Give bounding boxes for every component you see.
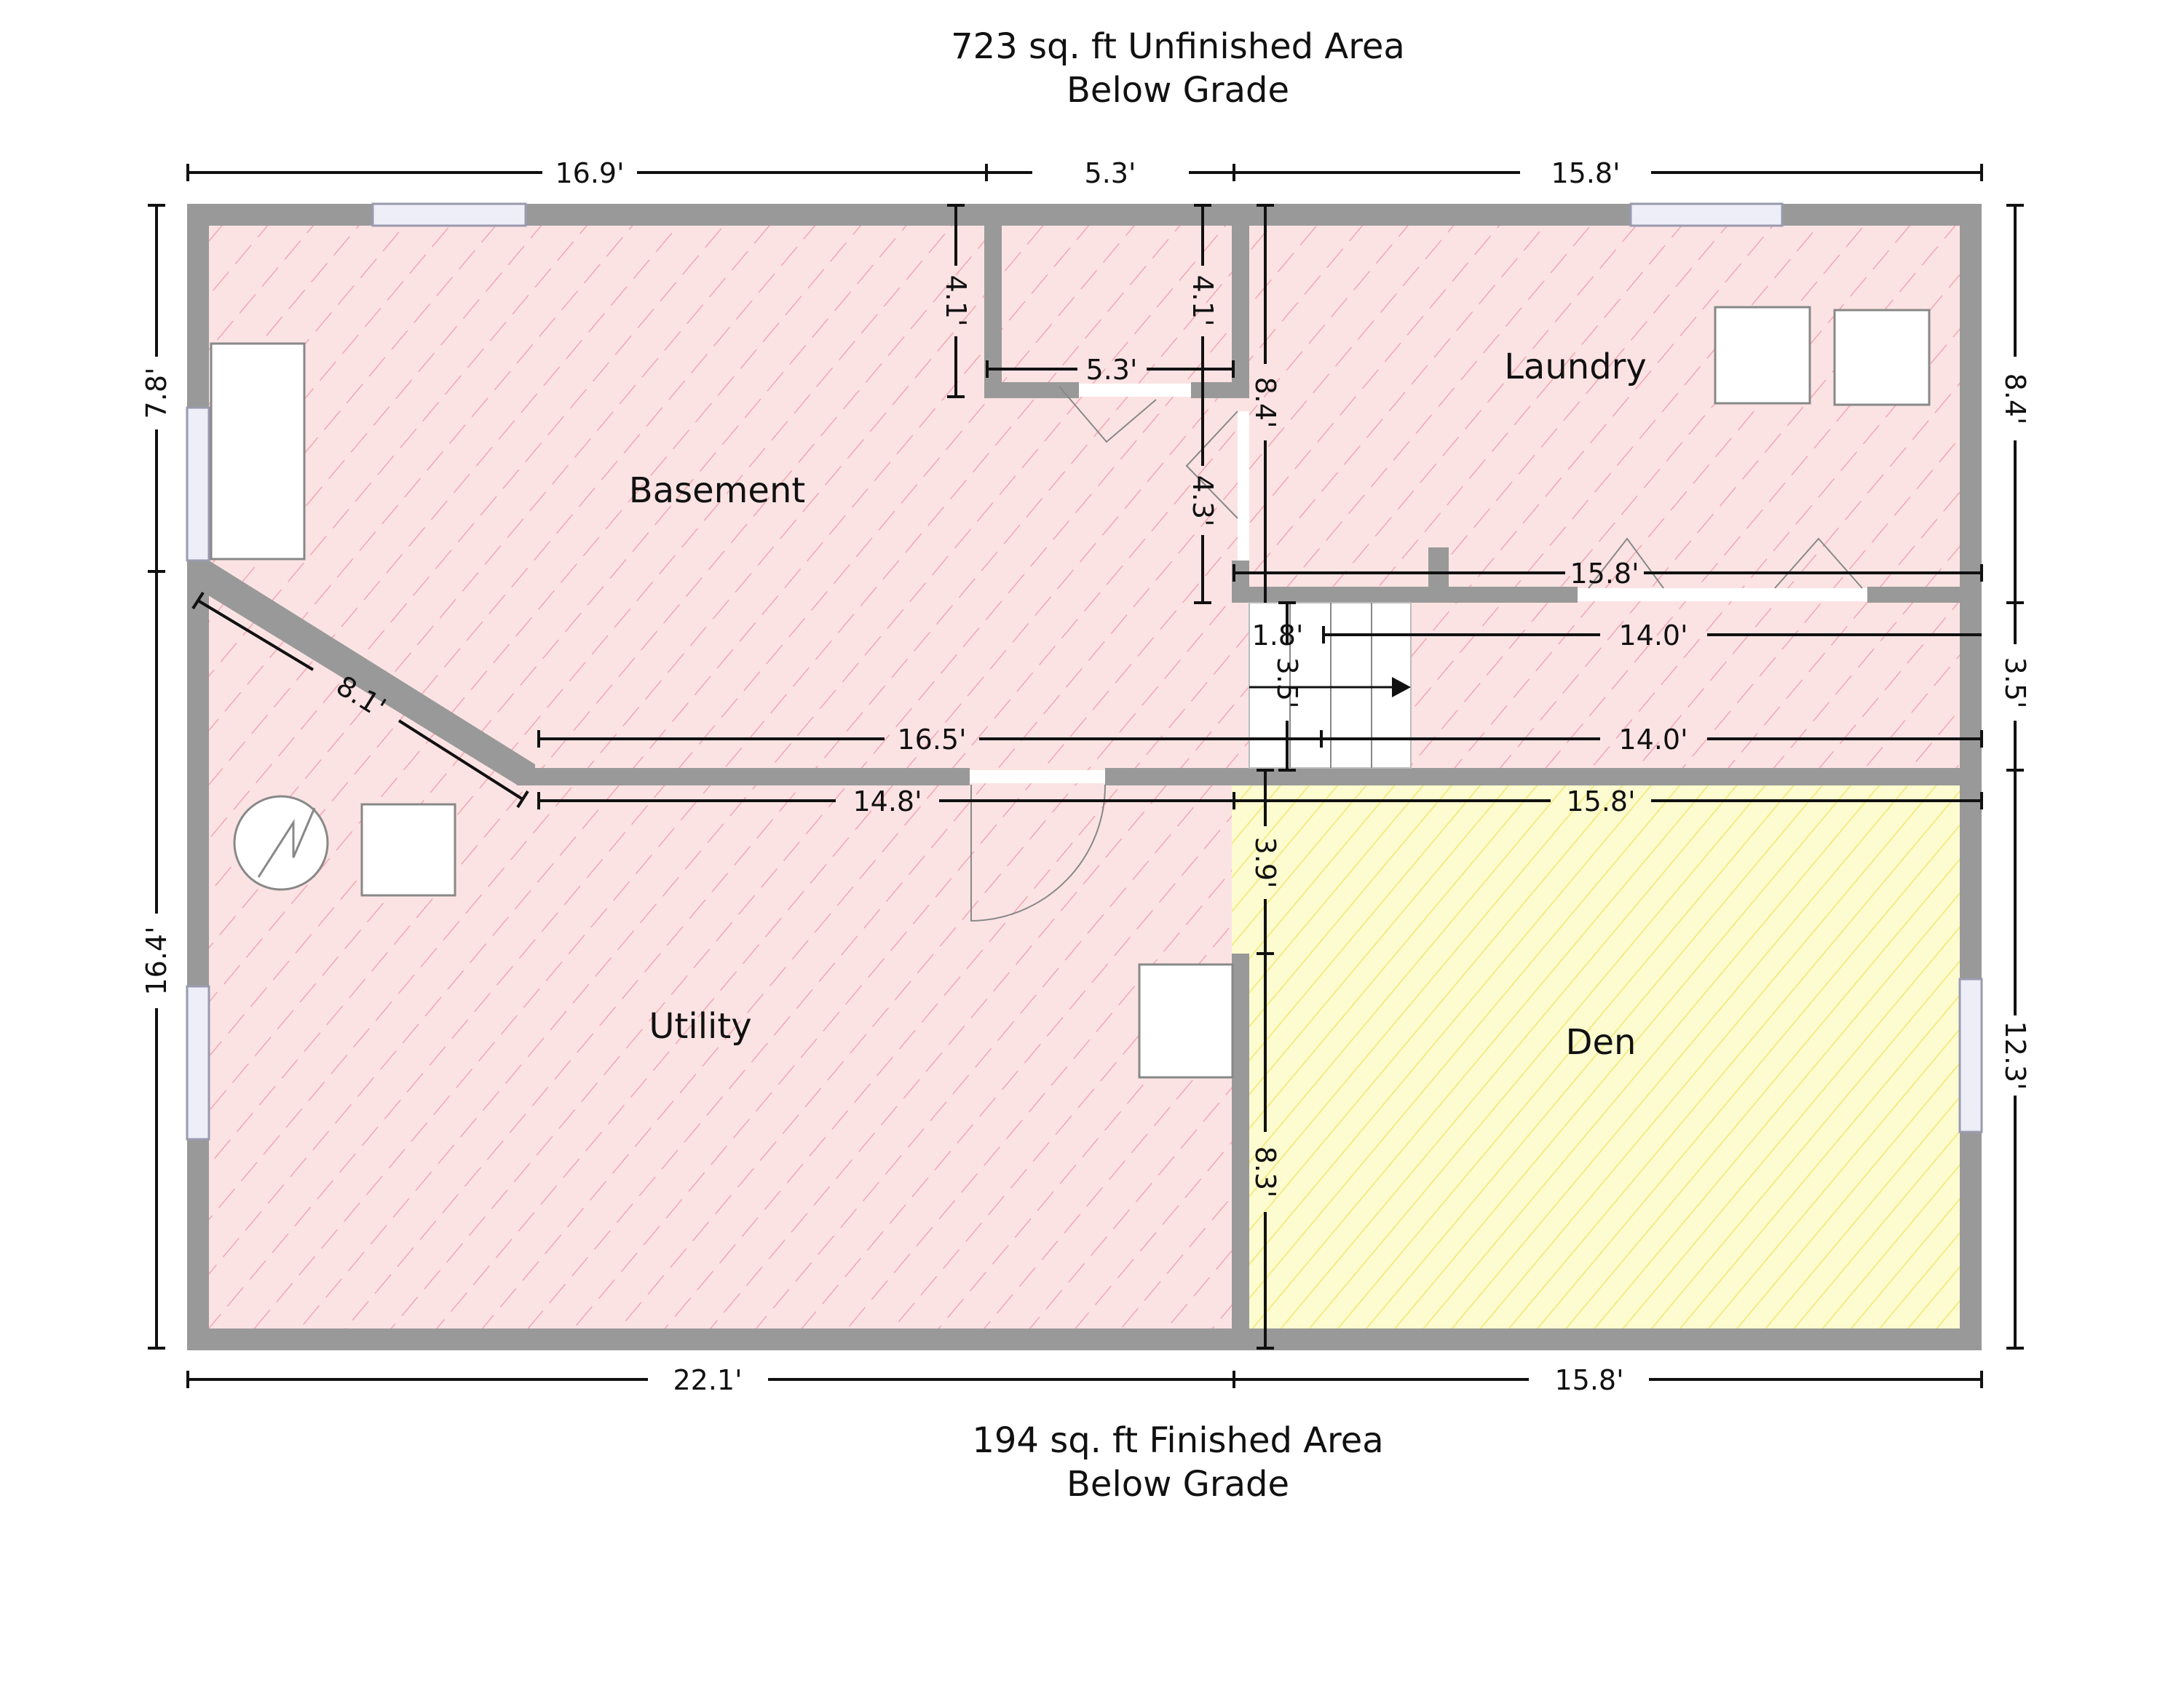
dim-den-opening: 3.9' xyxy=(1249,837,1281,889)
dim-closet-right: 4.1' xyxy=(1187,275,1219,327)
windows xyxy=(186,202,1983,1141)
bottom-caption-line1: 194 sq. ft Finished Area xyxy=(972,1420,1383,1461)
dim-bottom-right: 15.8' xyxy=(1554,1364,1623,1396)
dim-den-left: 8.3' xyxy=(1249,1146,1281,1198)
bottom-caption-line2: Below Grade xyxy=(1067,1464,1289,1505)
room-labels: Basement Laundry Utility Den xyxy=(629,346,1647,1063)
dim-closet-left: 4.1' xyxy=(940,275,972,327)
window-left-upper xyxy=(186,406,210,562)
dim-right-upper: 8.4' xyxy=(1999,373,2031,425)
dim-hall-left: 16.5' xyxy=(897,724,966,756)
doors xyxy=(970,384,1867,922)
stair-direction-arrow-icon xyxy=(1392,677,1411,697)
dim-laundry-left: 8.4' xyxy=(1249,377,1281,429)
dim-right-lower: 12.3' xyxy=(1999,1021,2031,1090)
room-den: Den xyxy=(1566,1022,1637,1063)
dim-closet-width: 5.3' xyxy=(1086,354,1138,386)
window-top-left xyxy=(371,202,527,227)
top-caption-line1: 723 sq. ft Unfinished Area xyxy=(951,26,1405,67)
window-top-right xyxy=(1629,202,1784,227)
dim-bottom-left: 22.1' xyxy=(673,1364,742,1396)
dim-hall-right: 14.0' xyxy=(1618,724,1688,756)
dim-top-mid: 5.3' xyxy=(1085,157,1136,189)
utility-box xyxy=(360,803,456,897)
room-basement: Basement xyxy=(629,470,805,511)
window-left-lower xyxy=(186,985,210,1141)
stairs xyxy=(1249,602,1412,769)
room-utility: Utility xyxy=(649,1006,751,1047)
dim-laundry-bottom: 15.8' xyxy=(1570,558,1639,590)
dimension-labels: 16.9' 5.3' 15.8' 22.1' 15.8' 7.8' 16.4' … xyxy=(141,157,2031,1396)
water-heater-icon xyxy=(233,795,329,891)
washer xyxy=(1714,306,1811,405)
dim-hall-upper: 14.0' xyxy=(1618,619,1688,651)
fixtures xyxy=(210,306,1931,1079)
dimension-lines xyxy=(148,164,2024,1388)
dim-den-top: 15.8' xyxy=(1566,785,1635,817)
dim-stair-small: 1.8' xyxy=(1252,619,1304,651)
dryer xyxy=(1833,309,1931,406)
dim-left-lower: 16.4' xyxy=(141,926,173,995)
basement-counter xyxy=(210,342,306,561)
top-caption-line2: Below Grade xyxy=(1067,70,1289,111)
window-right xyxy=(1958,978,1983,1133)
dim-top-right: 15.8' xyxy=(1551,157,1620,189)
dim-utility-top: 14.8' xyxy=(852,785,922,817)
finished-area-fill xyxy=(1232,785,1960,1328)
dim-left-upper: 7.8' xyxy=(141,368,173,419)
room-laundry: Laundry xyxy=(1504,346,1647,387)
dim-stair-height: 3.5' xyxy=(1271,657,1303,709)
dim-top-left: 16.9' xyxy=(555,157,624,189)
utility-cabinet xyxy=(1138,963,1234,1079)
walls xyxy=(187,204,1982,1350)
dim-right-mid: 3.5' xyxy=(1999,657,2031,709)
dim-closet-door: 4.3' xyxy=(1187,475,1219,527)
